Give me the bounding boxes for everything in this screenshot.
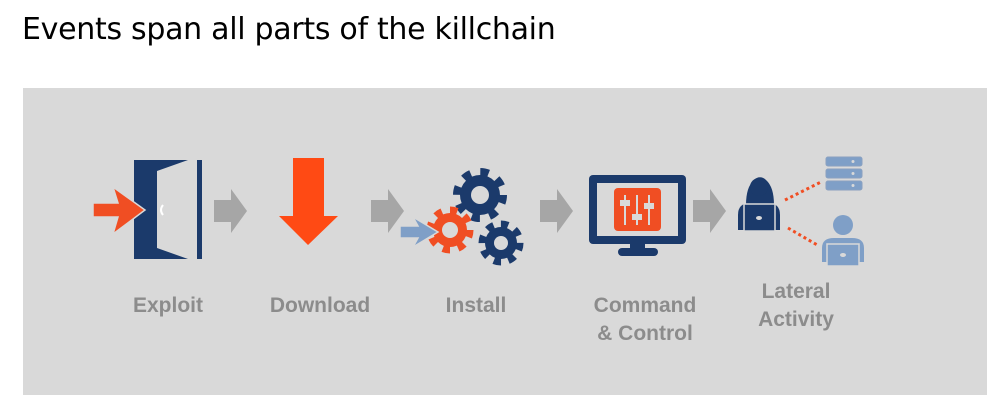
user-laptop-icon [822, 215, 864, 267]
flow-arrow-icon [371, 189, 404, 233]
label-line: Activity [758, 308, 834, 331]
lateral-network-icon [738, 156, 864, 267]
download-arrow-icon [279, 158, 338, 245]
door-entry-icon [92, 160, 202, 259]
label-line: & Control [597, 322, 693, 345]
flow-arrow-icon [214, 189, 247, 233]
stage-label-lateral-activity: Lateral Activity [716, 278, 876, 334]
stage-label-exploit: Exploit [132, 294, 203, 317]
stage-label-command-control: Command & Control [565, 292, 725, 348]
label-line: Command [593, 294, 697, 317]
server-stack-icon [825, 156, 863, 191]
gears-icon [399, 168, 524, 266]
monitor-controls-icon [589, 175, 686, 256]
stage-label-download: Download [269, 294, 371, 317]
stage-label-install: Install [445, 294, 507, 317]
flow-arrow-icon [693, 189, 726, 233]
label-line: Lateral [761, 280, 831, 303]
slide-title: Events span all parts of the killchain [22, 12, 556, 47]
flow-arrow-icon [540, 189, 573, 233]
